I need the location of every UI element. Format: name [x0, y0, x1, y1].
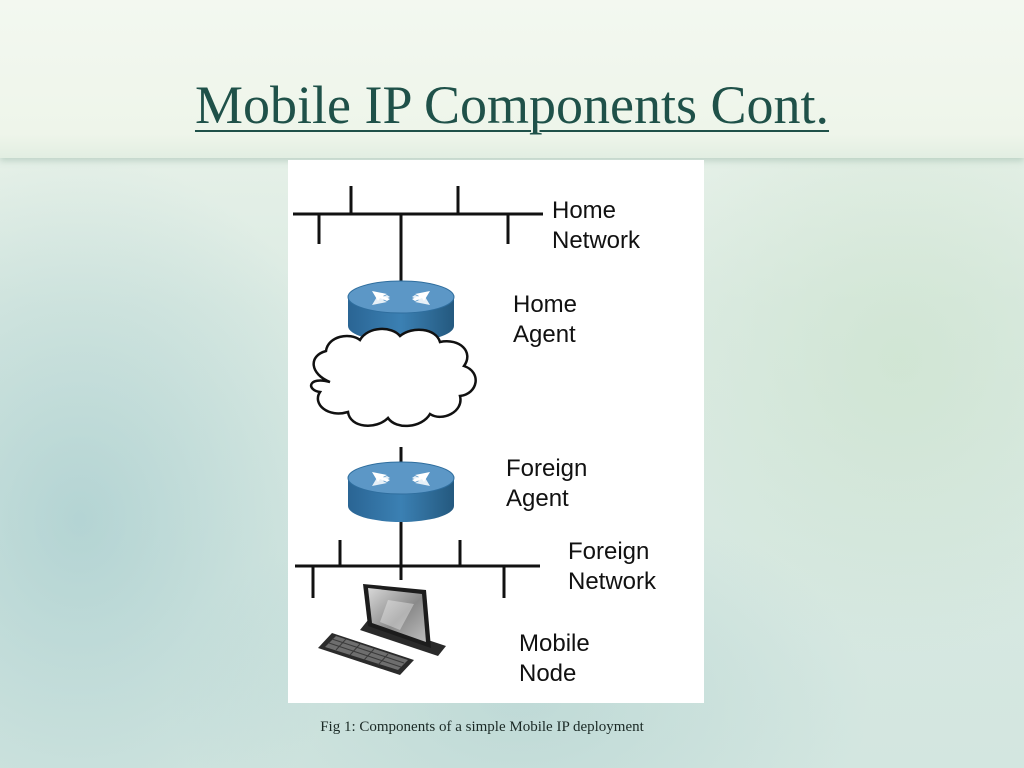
- label-mobile-node: Mobile Node: [519, 630, 596, 687]
- label-mobile-node-line2: Node: [519, 660, 576, 687]
- mobile-node-computer-icon: [318, 584, 446, 675]
- home-agent-router-icon: [347, 280, 455, 342]
- label-mobile-node-line1: Mobile: [519, 630, 590, 657]
- label-foreign-network: Foreign Network: [568, 538, 657, 595]
- label-foreign-agent-line2: Agent: [506, 485, 569, 512]
- label-foreign-agent-line1: Foreign: [506, 455, 587, 482]
- mobile-ip-diagram: Home Network Home Agent Foreign Agent Fo…: [293, 186, 657, 687]
- figure-caption: Fig 1: Components of a simple Mobile IP …: [320, 719, 644, 735]
- label-foreign-network-line2: Network: [568, 568, 657, 595]
- label-home-network-line2: Network: [552, 227, 641, 254]
- home-network-bus: [293, 186, 543, 244]
- foreign-agent-router-icon: [347, 461, 455, 522]
- label-home-network: Home Network: [552, 197, 641, 254]
- label-home-network-line1: Home: [552, 197, 616, 224]
- label-home-agent: Home Agent: [513, 291, 584, 348]
- label-foreign-network-line1: Foreign: [568, 538, 649, 565]
- slide-title: Mobile IP Components Cont.: [194, 75, 830, 135]
- label-foreign-agent: Foreign Agent: [506, 455, 594, 512]
- title-band: [0, 0, 1024, 158]
- foreign-network-bus: [295, 540, 540, 598]
- label-home-agent-line2: Agent: [513, 321, 576, 348]
- internet-cloud-icon: [309, 327, 477, 427]
- figure-panel: Home Network Home Agent Foreign Agent Fo…: [288, 160, 704, 703]
- label-home-agent-line1: Home: [513, 291, 577, 318]
